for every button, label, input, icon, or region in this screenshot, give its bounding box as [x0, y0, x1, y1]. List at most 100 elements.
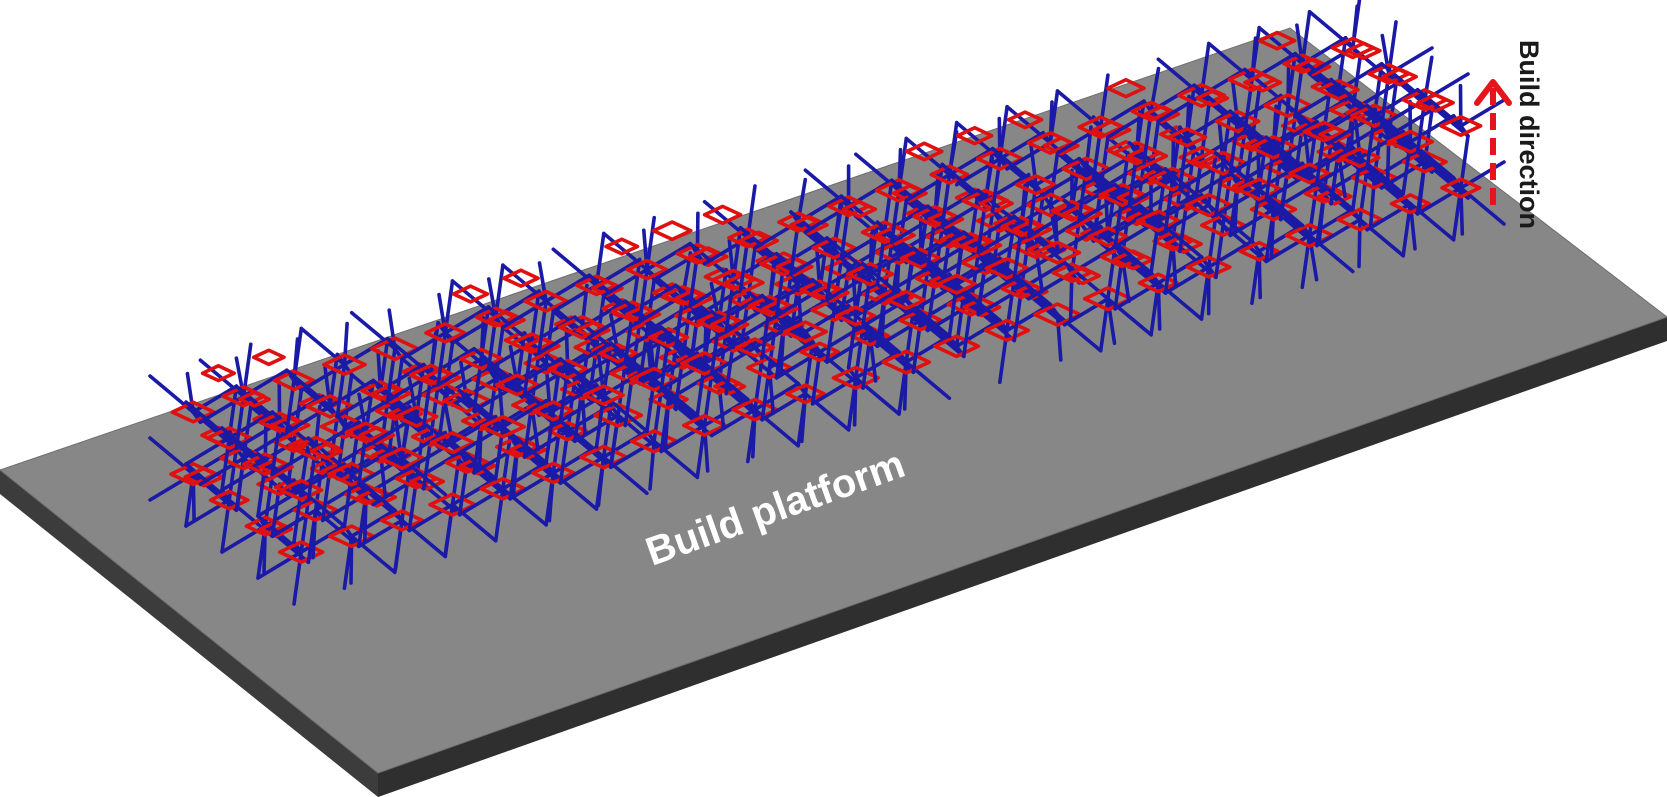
lattice-strut	[342, 398, 390, 429]
lattice-ring	[831, 365, 880, 391]
lattice-ring	[598, 342, 639, 364]
lattice-ring	[702, 204, 743, 225]
lattice-ring	[846, 261, 895, 287]
lattice-ring	[904, 141, 944, 162]
lattice-ring	[881, 349, 932, 375]
lattice-strut	[220, 462, 268, 492]
lattice-strut	[1357, 217, 1362, 269]
lattice-ring	[1317, 78, 1360, 101]
lattice-ring	[1087, 226, 1129, 248]
lattice-ring	[687, 246, 729, 268]
lattice-ring	[761, 299, 799, 319]
lattice-ring	[784, 383, 826, 405]
lattice-strut	[940, 198, 988, 229]
lattice-ring	[1401, 150, 1448, 174]
lattice-strut	[997, 116, 1002, 161]
lattice-strut	[1163, 203, 1211, 233]
lattice-ring	[1126, 145, 1169, 167]
platform-top	[0, 27, 1667, 774]
lattice-ring	[727, 227, 769, 249]
lattice-strut	[522, 331, 534, 345]
lattice-strut	[889, 214, 937, 245]
lattice-ring	[762, 315, 805, 337]
lattice-strut	[1127, 177, 1175, 207]
lattice-strut	[1163, 265, 1211, 295]
lattice-strut	[537, 261, 548, 304]
lattice-ring	[360, 380, 401, 402]
build-direction-arrow-icon	[1474, 79, 1512, 205]
lattice-strut	[1269, 207, 1276, 259]
lattice-ring	[421, 367, 462, 388]
lattice-strut	[767, 365, 776, 415]
lattice-strut	[1178, 161, 1225, 191]
lattice-ring	[723, 272, 765, 294]
lattice-strut	[1286, 63, 1291, 108]
lattice-ring	[849, 325, 891, 347]
lattice-strut	[753, 381, 801, 412]
lattice-ring	[575, 320, 611, 340]
lattice-strut	[1423, 55, 1434, 102]
lattice-ring	[258, 457, 294, 477]
lattice-ring	[1257, 30, 1297, 51]
lattice-strut	[750, 407, 757, 459]
lattice-ring	[1243, 72, 1283, 93]
lattice-strut	[1315, 217, 1362, 248]
lattice-ring	[272, 369, 316, 392]
lattice-strut	[1170, 136, 1176, 181]
lattice-ring	[929, 164, 970, 185]
lattice-ring	[1295, 57, 1332, 77]
lattice-strut	[184, 436, 231, 466]
lattice-strut	[796, 381, 808, 396]
lattice-strut	[1077, 193, 1125, 223]
lattice-ring	[424, 322, 467, 344]
lattice-ring	[983, 318, 1031, 343]
lattice-ring	[874, 224, 916, 246]
lattice-ring	[710, 314, 750, 335]
lattice-ring	[1389, 193, 1431, 215]
platform-side-right	[378, 317, 1667, 797]
lattice-ring	[1339, 147, 1381, 169]
lattice-ring	[1042, 136, 1080, 156]
lattice-strut	[596, 455, 606, 508]
lattice-strut	[1062, 296, 1110, 327]
lattice-ring	[1015, 174, 1057, 196]
lattice-strut	[897, 147, 903, 193]
lattice-ring	[648, 388, 689, 410]
lattice-ring	[358, 425, 396, 445]
lattice-strut	[1351, 4, 1359, 50]
lattice-ring	[451, 284, 490, 304]
lattice-strut	[356, 456, 404, 487]
lattice-ring	[487, 309, 526, 331]
lattice-strut	[1459, 98, 1506, 128]
lattice-ring	[738, 230, 780, 252]
lattice-strut	[457, 424, 505, 455]
lattice-strut	[1451, 176, 1463, 190]
lattice-strut	[270, 508, 318, 539]
lattice-ring	[835, 305, 877, 327]
lattice-ring	[978, 194, 1014, 213]
lattice-ring	[1106, 77, 1146, 99]
lattice-ring	[799, 341, 841, 363]
lattice-strut	[349, 534, 354, 585]
lattice-strut	[789, 246, 837, 276]
lattice-strut	[961, 266, 1009, 297]
lattice-ring	[1166, 126, 1208, 148]
lattice-ring	[961, 234, 1003, 256]
lattice-ring	[936, 273, 978, 295]
lattice-ring	[1064, 266, 1101, 286]
build-direction-indicator: Build direction	[1474, 40, 1544, 229]
lattice-strut	[1113, 219, 1161, 249]
lattice-strut	[1055, 312, 1063, 362]
lattice-strut	[407, 502, 455, 533]
lattice-strut	[437, 292, 448, 335]
lattice-ring	[1012, 219, 1053, 240]
lattice-ring	[1249, 197, 1298, 222]
lattice-ring	[593, 402, 644, 428]
lattice-strut	[1041, 167, 1089, 197]
lattice-ring	[841, 200, 878, 219]
lattice-ring	[582, 384, 625, 406]
lattice-strut	[1048, 100, 1054, 145]
lattice-strut	[1156, 93, 1204, 124]
lattice-strut	[544, 273, 592, 304]
